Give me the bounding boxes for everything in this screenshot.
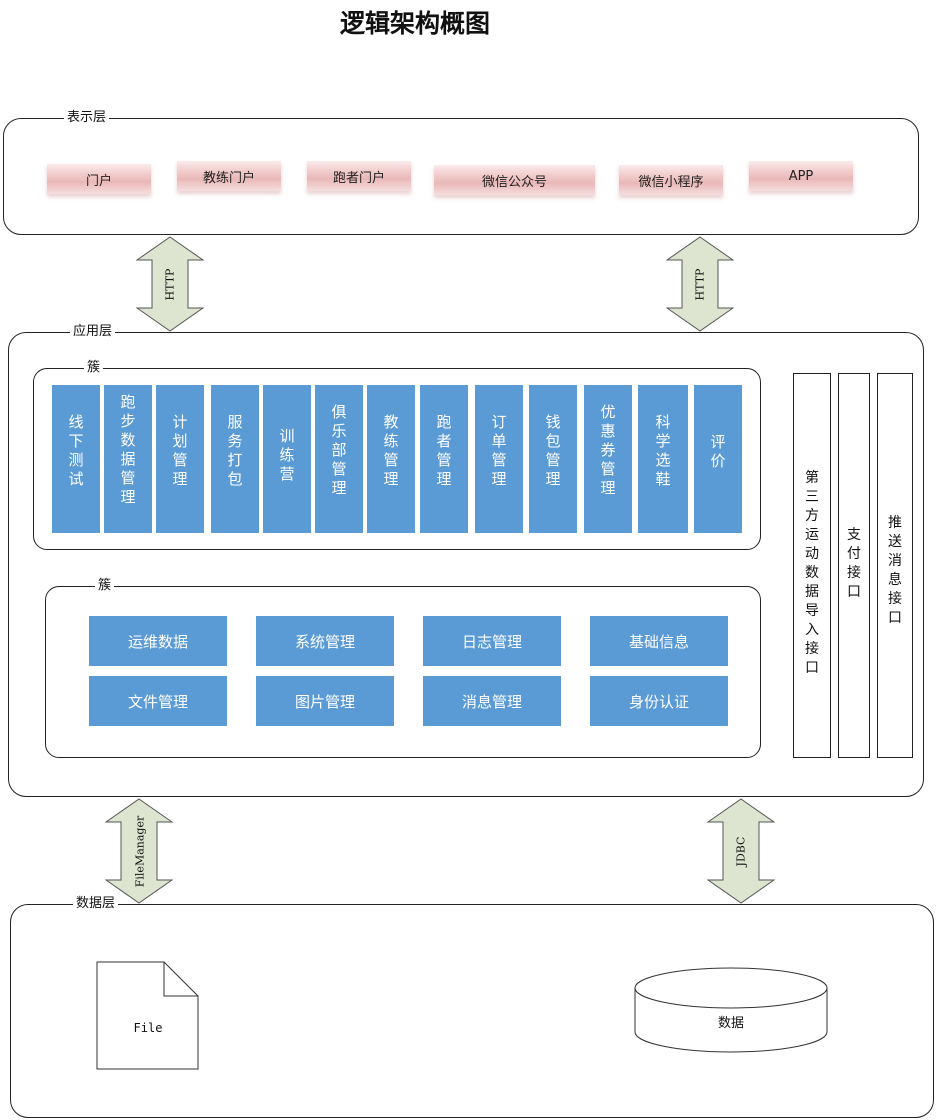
module-plan: 计划管理 xyxy=(156,385,204,533)
module-running-data: 跑步数据管理 xyxy=(104,385,152,533)
module-label: 服务打包 xyxy=(227,413,243,488)
module-label: 教练管理 xyxy=(383,413,399,488)
module-wallet: 钱包管理 xyxy=(529,385,577,533)
cluster-infrastructure xyxy=(45,586,761,758)
module-coach: 教练管理 xyxy=(367,385,415,533)
interface-payment: 支付接口 xyxy=(838,373,870,758)
http-arrow-right xyxy=(666,236,734,332)
module-service-package: 服务打包 xyxy=(211,385,259,533)
client-app: APP xyxy=(749,161,853,191)
interface-label: 支付接口 xyxy=(847,527,861,600)
module-coupon: 优惠券管理 xyxy=(584,385,632,533)
module-label: 训练营 xyxy=(279,427,295,483)
module-log-management: 日志管理 xyxy=(423,616,561,666)
page-title: 逻辑架构概图 xyxy=(339,9,490,38)
client-runner-portal: 跑者门户 xyxy=(307,161,411,191)
filemanager-arrow xyxy=(105,798,173,904)
interface-label: 推送消息接口 xyxy=(888,515,902,626)
module-label: 钱包管理 xyxy=(545,413,561,488)
data-layer-label: 数据层 xyxy=(73,896,119,912)
interface-push-message: 推送消息接口 xyxy=(877,373,913,758)
module-label: 俱乐部管理 xyxy=(331,403,347,497)
module-file-management: 文件管理 xyxy=(89,676,227,726)
module-system-management: 系统管理 xyxy=(256,616,394,666)
module-message-management: 消息管理 xyxy=(423,676,561,726)
jdbc-label: JDBC xyxy=(734,836,748,867)
file-label: File xyxy=(133,1021,163,1035)
module-basic-info: 基础信息 xyxy=(590,616,728,666)
http-arrow-left xyxy=(136,236,204,332)
interface-label: 第三方运动数据导入接口 xyxy=(805,470,819,676)
module-label: 线下测试 xyxy=(68,413,84,488)
module-label: 订单管理 xyxy=(491,413,507,488)
module-runner: 跑者管理 xyxy=(420,385,468,533)
module-review: 评价 xyxy=(694,385,742,533)
module-offline-test: 线下测试 xyxy=(52,385,100,533)
module-image-management: 图片管理 xyxy=(256,676,394,726)
presentation-layer-label: 表示层 xyxy=(64,110,110,126)
client-wechat-official: 微信公众号 xyxy=(434,165,595,195)
module-order: 订单管理 xyxy=(475,385,523,533)
jdbc-arrow xyxy=(707,798,775,904)
module-label: 评价 xyxy=(710,433,726,470)
module-training-camp: 训练营 xyxy=(263,385,311,533)
filemanager-label: FileManager xyxy=(133,815,147,888)
application-layer-label: 应用层 xyxy=(70,324,116,340)
module-label: 跑步数据管理 xyxy=(120,393,136,506)
module-label: 跑者管理 xyxy=(436,413,452,488)
module-ops-data: 运维数据 xyxy=(89,616,227,666)
module-label: 科学选鞋 xyxy=(655,413,671,488)
module-identity-auth: 身份认证 xyxy=(590,676,728,726)
module-label: 优惠券管理 xyxy=(600,403,616,497)
client-coach-portal: 教练门户 xyxy=(177,161,281,191)
cluster-infrastructure-label: 簇 xyxy=(95,578,115,594)
client-wechat-miniprogram: 微信小程序 xyxy=(619,165,723,195)
database-icon xyxy=(634,967,828,1053)
interface-third-party-import: 第三方运动数据导入接口 xyxy=(793,373,831,758)
http-label-left: HTTP xyxy=(163,268,177,301)
cluster-business-label: 簇 xyxy=(84,360,104,376)
module-club: 俱乐部管理 xyxy=(315,385,363,533)
module-shoe-selection: 科学选鞋 xyxy=(638,385,688,533)
client-portal: 门户 xyxy=(47,164,151,194)
module-label: 计划管理 xyxy=(172,413,188,488)
database-label: 数据 xyxy=(717,1016,744,1031)
file-icon xyxy=(96,961,199,1070)
http-label-right: HTTP xyxy=(693,268,707,301)
